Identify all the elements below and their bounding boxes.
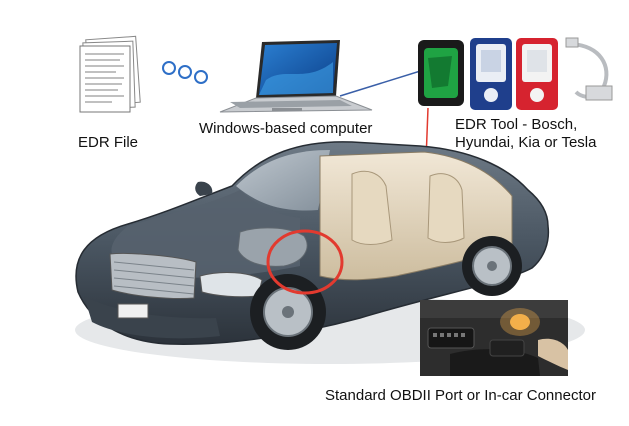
edr-tool-label-line2: Hyundai, Kia or Tesla — [455, 134, 596, 152]
edr-tool-label: EDR Tool - Bosch, Hyundai, Kia or Tesla — [455, 116, 596, 152]
wireless-circles-icon — [163, 62, 207, 83]
computer-label: Windows-based computer — [199, 120, 372, 138]
usb-cable-icon — [566, 38, 612, 100]
laptop-icon — [220, 40, 372, 112]
diagnostic-tool-icon — [418, 38, 558, 110]
edr-tool-label-line1: EDR Tool - Bosch, — [455, 116, 596, 134]
link-line — [340, 68, 430, 96]
edr-file-label: EDR File — [78, 134, 138, 152]
obd-port-label: Standard OBDII Port or In-car Connector — [325, 387, 596, 405]
obd-connector-photo — [420, 300, 568, 376]
document-stack-icon — [80, 36, 140, 112]
